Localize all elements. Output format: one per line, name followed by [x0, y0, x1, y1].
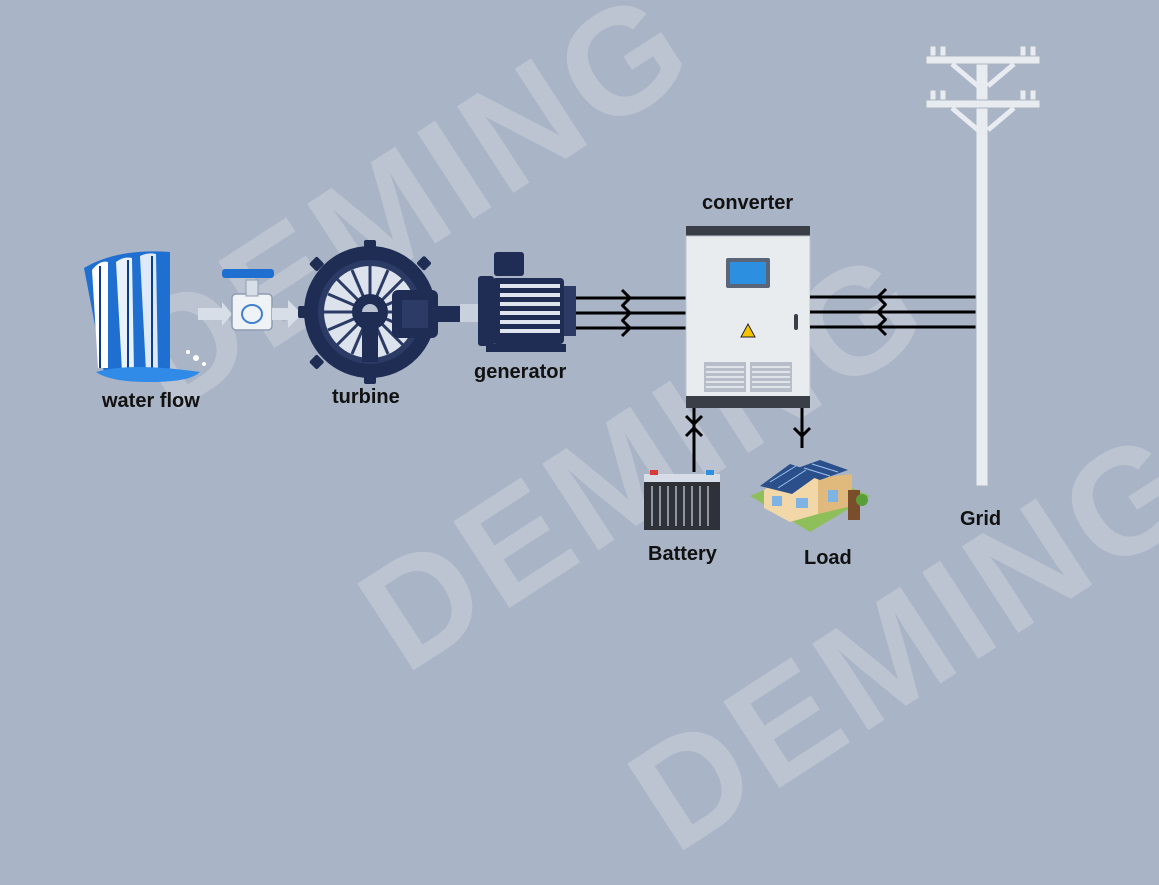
generator-converter-wires [576, 288, 690, 338]
house-load-icon [750, 460, 870, 532]
converter-label: converter [702, 192, 794, 214]
valve-icon [198, 269, 302, 331]
battery-label: Battery [648, 543, 717, 565]
generator-label: generator [474, 361, 567, 383]
battery-icon [644, 470, 720, 530]
diagram-canvas [84, 45, 1041, 532]
turbine-icon [298, 240, 460, 384]
converter-cabinet [685, 226, 811, 408]
grid-label: Grid [960, 508, 1002, 530]
converter-battery-wire [684, 408, 704, 472]
turbine-label: turbine [332, 386, 400, 408]
utility-pole-icon [925, 45, 1041, 487]
converter-grid-wires [810, 287, 978, 337]
load-label: Load [804, 547, 852, 569]
water-flow-icon [84, 251, 206, 382]
generator-icon [460, 252, 576, 352]
water-flow-label: water flow [102, 390, 200, 412]
converter-load-wire [792, 408, 812, 448]
